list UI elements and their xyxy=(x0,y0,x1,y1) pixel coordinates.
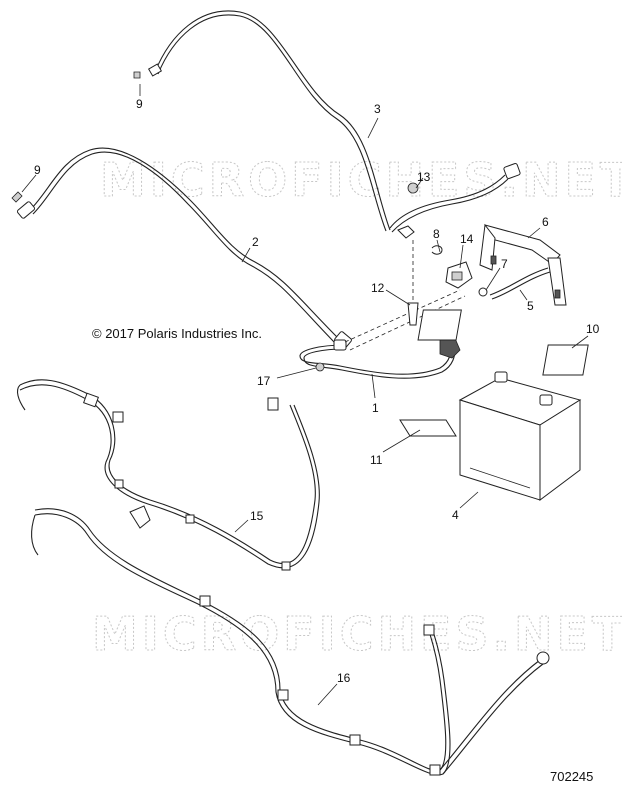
part-17-nut xyxy=(315,362,325,372)
callout-12: 12 xyxy=(371,281,385,295)
callout-4: 4 xyxy=(452,508,459,522)
part-4-battery xyxy=(458,371,582,501)
hardware-cluster xyxy=(407,182,488,326)
figure-number: 702245 xyxy=(550,769,593,784)
labels-and-pads xyxy=(399,309,589,437)
callout-7: 7 xyxy=(501,257,508,271)
callout-10: 10 xyxy=(586,322,600,336)
callout-9-left: 9 xyxy=(34,163,41,177)
callout-1: 1 xyxy=(372,401,379,415)
part-15-harness xyxy=(16,379,320,571)
callout-13: 13 xyxy=(417,170,431,184)
callouts: 3 9 9 13 2 6 8 14 7 5 12 10 17 1 11 4 15… xyxy=(34,97,600,685)
watermark-bottom: MICROFICHES.NET xyxy=(92,607,622,661)
copyright-text: © 2017 Polaris Industries Inc. xyxy=(92,326,262,341)
part-3-cable xyxy=(147,10,521,239)
callout-6: 6 xyxy=(542,215,549,229)
part-5-hose xyxy=(489,267,551,300)
part-1-cable xyxy=(299,335,461,379)
assembly-lines xyxy=(344,240,466,351)
part-9-fasteners xyxy=(11,71,141,203)
callout-17: 17 xyxy=(257,374,271,388)
callout-11: 11 xyxy=(370,453,383,467)
callout-3: 3 xyxy=(374,102,381,116)
callout-9-top: 9 xyxy=(136,97,143,111)
callout-14: 14 xyxy=(460,232,474,246)
callout-2: 2 xyxy=(252,235,259,249)
leader-lines xyxy=(21,84,589,706)
callout-5: 5 xyxy=(527,299,534,313)
part-6-strap xyxy=(479,223,567,306)
watermark-top: MICROFICHES.NET xyxy=(100,153,622,207)
callout-16: 16 xyxy=(337,671,351,685)
part-16-harness xyxy=(31,505,550,776)
callout-15: 15 xyxy=(250,509,264,523)
callout-8: 8 xyxy=(433,227,440,241)
